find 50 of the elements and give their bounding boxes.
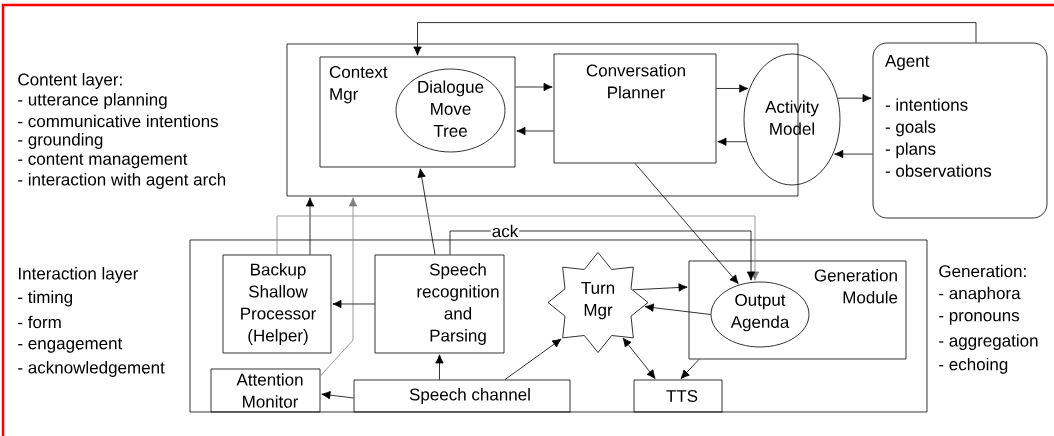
arrow xyxy=(413,22,977,56)
layer-note: Content layer: xyxy=(18,73,122,89)
arrow xyxy=(515,82,553,92)
arrow xyxy=(632,283,688,292)
ellipse-node: Output Agenda xyxy=(710,281,810,348)
layer-note: - pronouns xyxy=(939,312,1020,325)
process-box: Speech recognition and Parsing xyxy=(374,254,505,354)
ellipse-node: Activity Model xyxy=(743,53,841,186)
layer-note: - communicative intentions xyxy=(18,114,218,128)
arrow xyxy=(276,215,760,281)
arrow xyxy=(644,303,711,315)
arrow xyxy=(320,197,358,377)
layer-note: Interaction layer xyxy=(19,267,139,283)
edge-label: ack xyxy=(490,223,520,239)
arrow xyxy=(435,354,444,380)
arrow xyxy=(680,359,700,379)
process-box: Speech channel xyxy=(353,379,571,413)
layer-note: Generation: xyxy=(939,264,1026,278)
layer-note: - utterance planning xyxy=(18,93,167,109)
layer-note: - engagement xyxy=(18,338,123,353)
arrow xyxy=(717,137,747,146)
process-box: Conversation Planner xyxy=(553,53,717,164)
process-box: Backup Shallow Processor (Helper) xyxy=(222,254,332,354)
process-box: Attention Monitor xyxy=(210,368,321,413)
arrow xyxy=(837,94,872,103)
layer-note: - anaphora xyxy=(939,286,1021,303)
arrow xyxy=(417,168,436,255)
layer-note: - timing xyxy=(18,290,73,307)
star-node: Turn Mgr xyxy=(547,252,649,353)
arrow xyxy=(332,299,375,309)
arrow xyxy=(516,126,554,136)
layer-note: - content management xyxy=(18,153,188,169)
rounded-box: Agent - intentions - goals - plans - observations xyxy=(872,42,1048,219)
arrow xyxy=(504,338,562,380)
arrow xyxy=(305,197,315,255)
layer-note: - grounding xyxy=(18,133,103,149)
layer-note: - aggregation xyxy=(939,334,1038,350)
arrow xyxy=(634,163,739,284)
layer-box xyxy=(189,239,928,413)
arrow xyxy=(321,391,354,400)
process-box: TTS xyxy=(633,379,723,413)
layer-note: - interaction with agent arch xyxy=(18,173,226,189)
arrow xyxy=(622,337,656,379)
layer-note: - acknowledgement xyxy=(18,361,165,377)
arrow xyxy=(449,230,756,281)
layer-note: - form xyxy=(18,315,61,329)
ellipse-node: Dialogue Move Tree xyxy=(395,68,506,153)
layer-note: - echoing xyxy=(939,357,1008,374)
arrow xyxy=(834,149,873,159)
arrow xyxy=(716,84,749,93)
